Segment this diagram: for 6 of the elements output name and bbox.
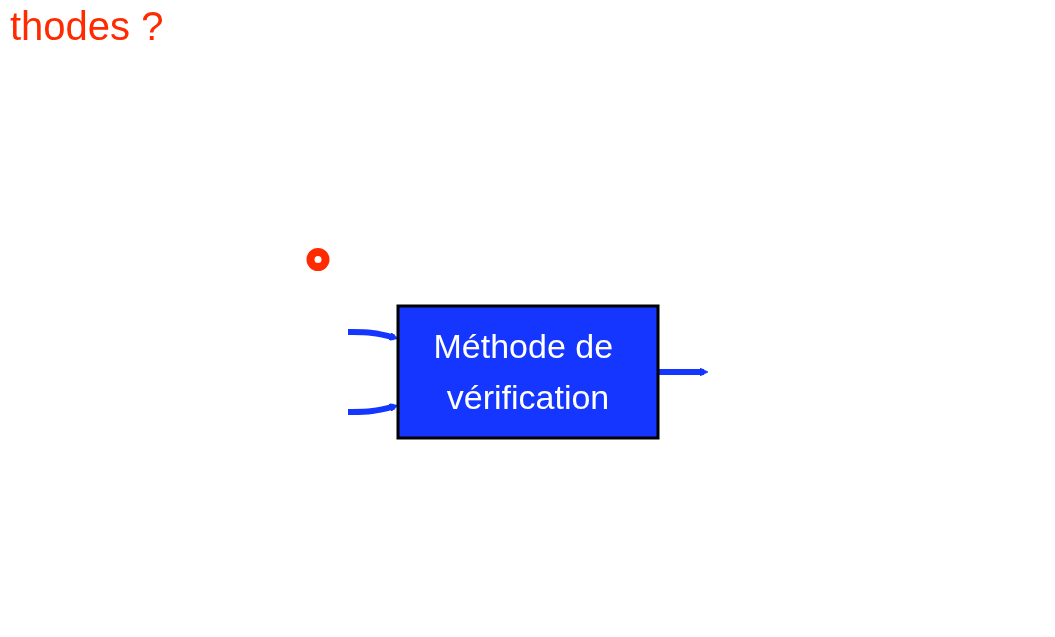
node-circle — [306, 248, 329, 271]
heading-text: thodes ? — [10, 4, 164, 49]
node-box: Méthode de vérification — [396, 304, 659, 440]
arrow — [347, 329, 398, 341]
arrow — [347, 403, 398, 415]
arrow — [657, 367, 708, 377]
